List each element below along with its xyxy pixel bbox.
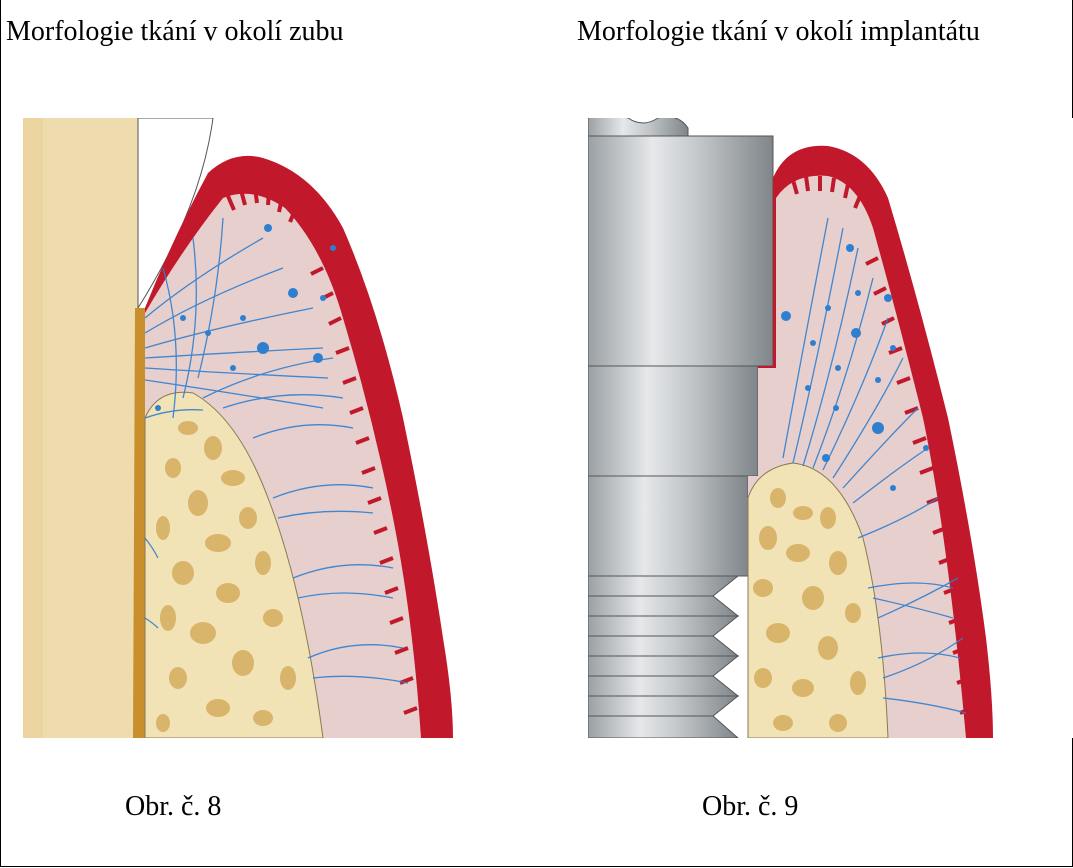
cementum — [133, 308, 145, 738]
figure-9-label: Obr. č. 9 — [702, 793, 798, 821]
implant-abutment — [588, 136, 773, 366]
figure-9-title: Morfologie tkání v okolí implantátu — [577, 18, 980, 46]
figure-8-illustration — [23, 118, 463, 738]
figure-8-label: Obr. č. 8 — [125, 793, 221, 821]
figure-8-title: Morfologie tkání v okolí zubu — [6, 18, 344, 46]
figure-9-illustration — [588, 118, 1073, 738]
implant-threads — [588, 576, 738, 738]
